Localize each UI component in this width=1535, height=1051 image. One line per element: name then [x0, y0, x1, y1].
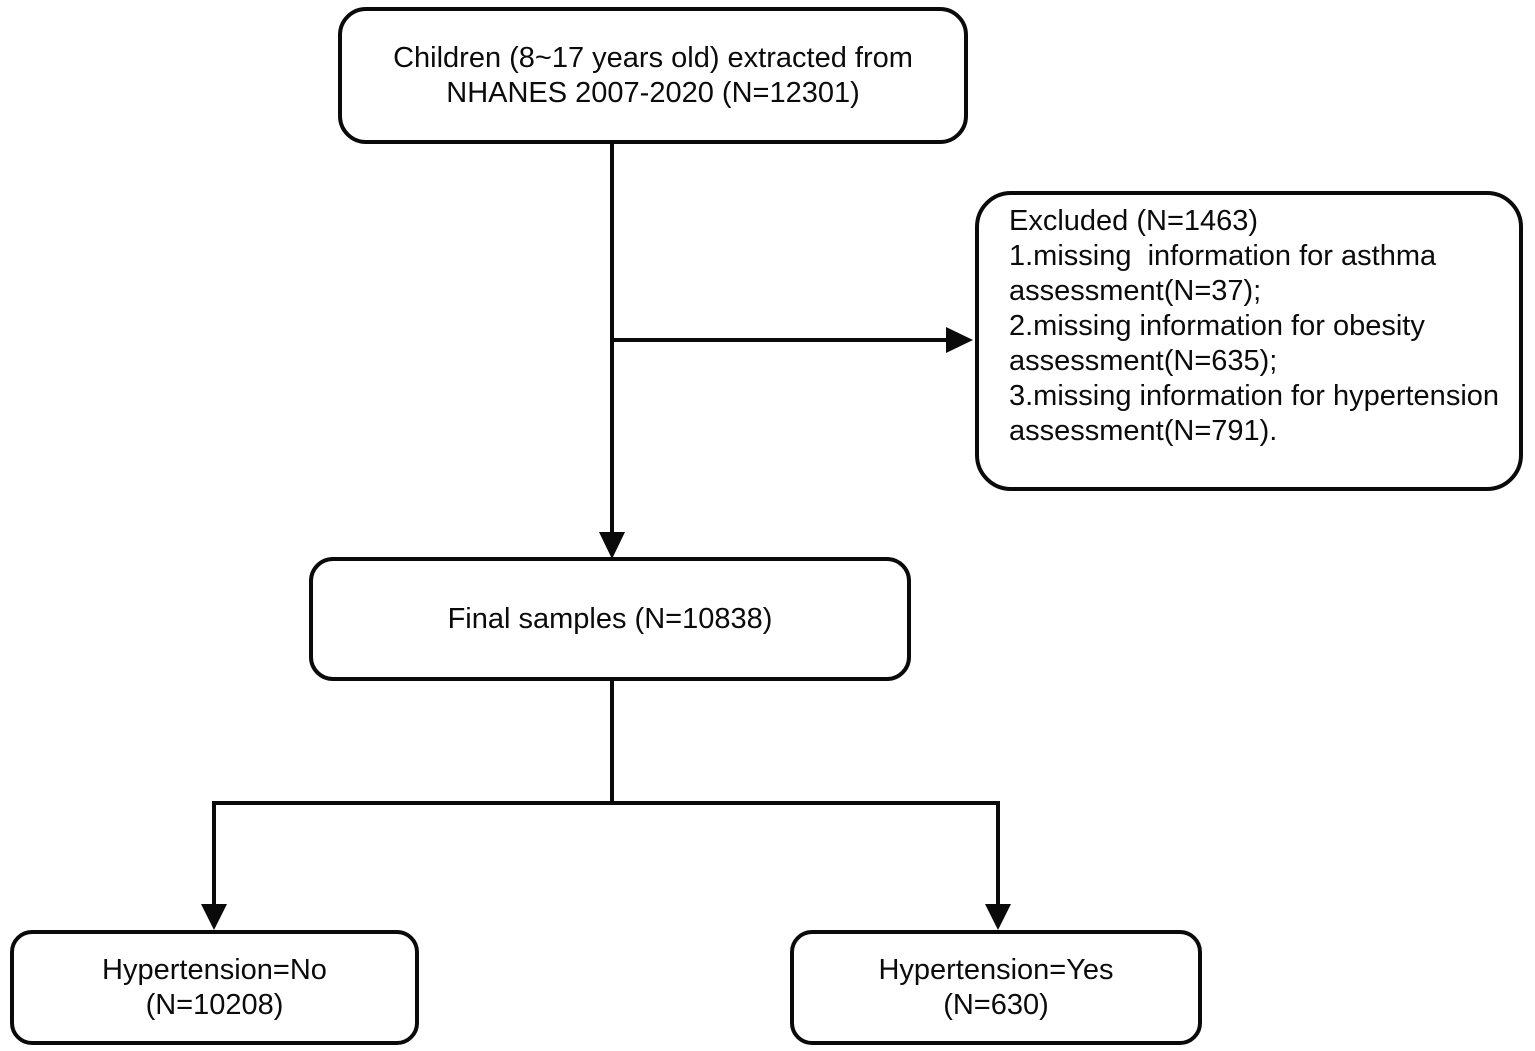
node-hypertension-no: Hypertension=No (N=10208) [10, 930, 419, 1045]
node-excluded-line-5: 3.missing information for hypertension [1009, 380, 1500, 412]
connector-final-to-split [212, 680, 1000, 805]
arrow-split-to-hypertension-no [201, 803, 227, 930]
node-excluded: Excluded (N=1463) 1.missing information … [975, 191, 1523, 491]
node-final-samples: Final samples (N=10838) [309, 557, 911, 681]
node-population: Children (8~17 years old) extracted from… [338, 7, 968, 144]
node-hypertension-yes-line-1: Hypertension=Yes [878, 953, 1114, 986]
node-hypertension-no-line-2: (N=10208) [145, 988, 284, 1021]
node-excluded-line-6: assessment(N=791). [1009, 415, 1278, 447]
node-hypertension-no-line-1: Hypertension=No [102, 953, 327, 986]
node-excluded-line-2: assessment(N=37); [1009, 275, 1262, 307]
node-final-samples-line: Final samples (N=10838) [447, 602, 773, 635]
arrow-population-to-excluded [612, 327, 973, 353]
node-excluded-line-4: assessment(N=635); [1009, 345, 1278, 377]
node-population-line-2: NHANES 2007-2020 (N=12301) [446, 76, 860, 109]
node-hypertension-yes-line-2: (N=630) [943, 988, 1049, 1021]
node-excluded-line-3: 2.missing information for obesity [1009, 310, 1425, 342]
node-hypertension-yes: Hypertension=Yes (N=630) [790, 930, 1202, 1045]
node-excluded-title: Excluded (N=1463) [1009, 205, 1259, 237]
node-excluded-line-1: 1.missing information for asthma [1009, 240, 1437, 272]
arrow-split-to-hypertension-yes [985, 803, 1011, 930]
node-population-line-1: Children (8~17 years old) extracted from [393, 41, 913, 74]
arrow-population-to-final [599, 143, 625, 559]
